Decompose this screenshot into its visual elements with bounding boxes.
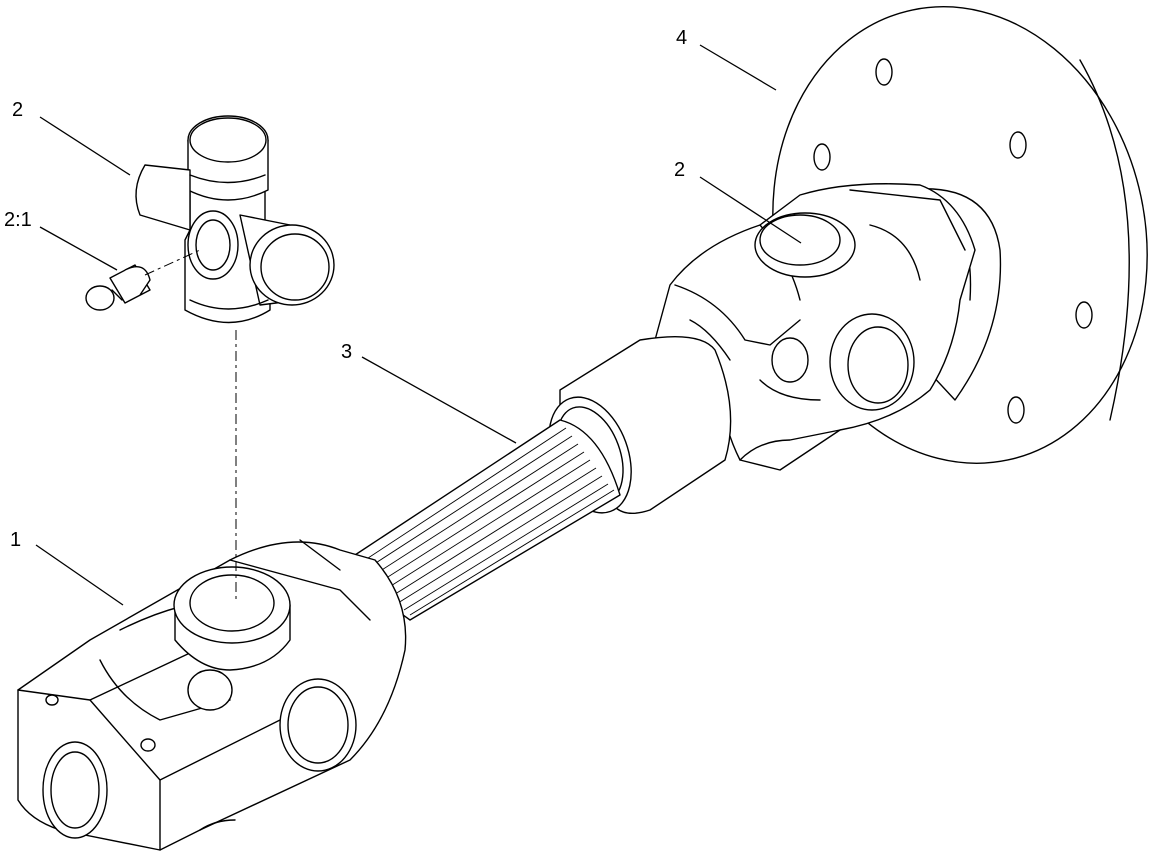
left-yoke (17, 539, 407, 851)
callout-2-cross: 2 (12, 99, 24, 121)
callout-2-yoke: 2 (674, 159, 686, 181)
cross-spider (135, 115, 335, 324)
callout-2-1-grease-fitting: 2:1 (4, 209, 32, 231)
grease-fitting (85, 264, 151, 311)
leader-lines (35, 44, 802, 606)
left-bearing-cap (173, 566, 291, 671)
callout-1-yoke: 1 (10, 529, 22, 551)
right-bearing-caps (754, 212, 915, 411)
callout-3-shaft: 3 (341, 341, 353, 363)
centerline-fitting (144, 249, 201, 276)
callout-4-flange: 4 (676, 27, 688, 49)
